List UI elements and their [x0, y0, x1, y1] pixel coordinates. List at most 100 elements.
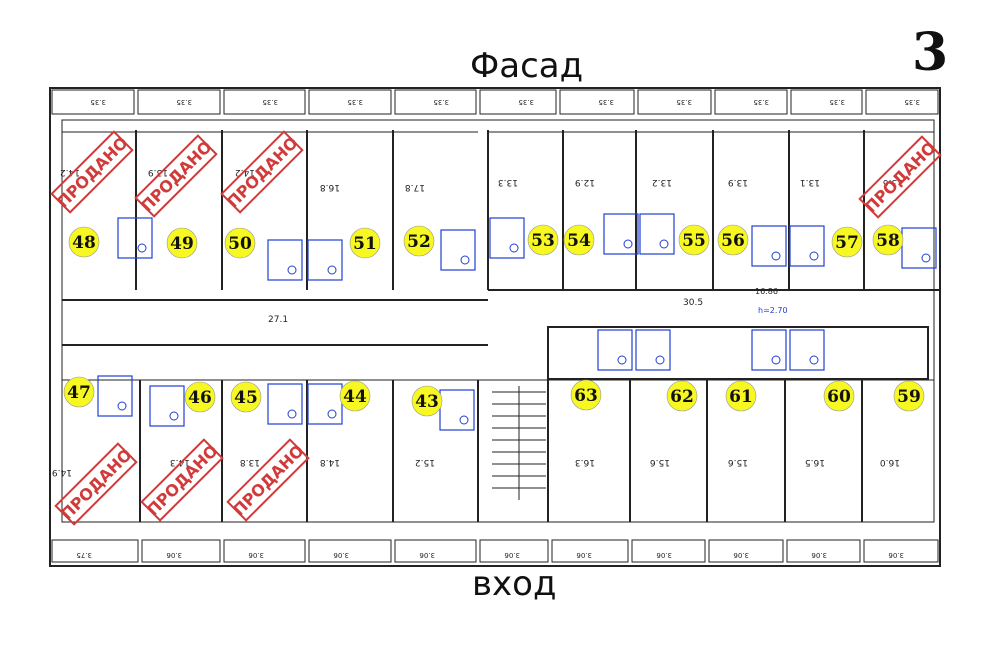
- sold-stamp: ПРОДАНО: [54, 442, 138, 526]
- bathroom: [901, 227, 937, 269]
- dimension-label: 3.06: [333, 551, 349, 559]
- apartment-61: 15.661: [725, 380, 757, 467]
- dimension-label: 3.35: [518, 98, 534, 106]
- corridor-area: 27.1: [268, 315, 288, 325]
- apartment-52: 17.852: [403, 182, 435, 257]
- apartment-number: 46: [188, 388, 212, 408]
- balcony: [786, 539, 861, 563]
- apartment-57: 13.157: [800, 177, 863, 258]
- apartment-marker: [831, 226, 863, 258]
- balcony: [559, 89, 635, 115]
- toilet-icon: [771, 251, 781, 261]
- inner-wall: [61, 119, 935, 523]
- sold-stamp-border: [220, 130, 304, 214]
- apartment-59: 16.059: [880, 380, 925, 467]
- apartment-area: 14.3: [170, 457, 190, 467]
- apartment-number: 57: [835, 233, 859, 253]
- apartment-number: 53: [531, 231, 555, 251]
- balcony: [479, 539, 549, 563]
- apartment-62: 15.662: [650, 380, 698, 467]
- apartment-marker: [339, 380, 371, 412]
- toilet-icon: [459, 415, 469, 425]
- dimension-label: 3.06: [248, 551, 264, 559]
- apartment-44: 14.844: [320, 380, 371, 467]
- toilet-icon: [327, 265, 337, 275]
- apartment-area: 13.9: [148, 167, 168, 177]
- dimension-label: 3.35: [347, 98, 363, 106]
- apartment-number: 50: [228, 234, 252, 254]
- apartment-number: 55: [682, 231, 706, 251]
- toilet-icon: [623, 239, 633, 249]
- apartment-marker: [166, 227, 198, 259]
- sold-stamp: ПРОДАНО: [220, 130, 304, 214]
- dimension-label: 3.06: [419, 551, 435, 559]
- balcony: [708, 539, 784, 563]
- sold-stamp-text: ПРОДАНО: [861, 138, 940, 217]
- balcony: [308, 89, 392, 115]
- bathroom: [440, 229, 476, 271]
- apartment-marker: [872, 224, 904, 256]
- apartment-number: 48: [72, 233, 96, 253]
- apartment-marker: [230, 381, 262, 413]
- apartment-area: 13.8: [240, 457, 260, 467]
- dimension-label: 3.35: [176, 98, 192, 106]
- bathroom: [117, 217, 153, 259]
- apartment-area: 14.9: [52, 467, 72, 477]
- apartment-number: 60: [827, 387, 851, 407]
- apartment-area: 14.8: [320, 457, 340, 467]
- balcony: [863, 539, 939, 563]
- bathroom: [597, 329, 633, 371]
- toilet-icon: [509, 243, 519, 253]
- balcony: [479, 89, 557, 115]
- toilet-icon: [137, 243, 147, 253]
- apartment-marker: [184, 381, 216, 413]
- apartment-marker: [666, 380, 698, 412]
- sold-stamp-border: [54, 442, 138, 526]
- dimension-label: 3.75: [76, 551, 92, 559]
- toilet-icon: [809, 251, 819, 261]
- apartment-area: 16.0: [880, 457, 900, 467]
- apartment-number: 58: [876, 231, 900, 251]
- apartment-43: 15.243: [411, 385, 443, 467]
- sold-stamp: ПРОДАНО: [140, 438, 224, 522]
- bathroom: [603, 213, 639, 255]
- sold-stamp: ПРОДАНО: [226, 438, 310, 522]
- bathroom: [149, 385, 185, 427]
- dimension-label: 3.35: [262, 98, 278, 106]
- sold-stamp-text: ПРОДАНО: [223, 133, 302, 212]
- balcony: [637, 89, 712, 115]
- bathroom: [789, 225, 825, 267]
- balcony: [308, 539, 392, 563]
- toilet-icon: [617, 355, 627, 365]
- apartment-marker: [717, 224, 749, 256]
- balcony: [714, 89, 788, 115]
- dimension-label: 3.06: [733, 551, 749, 559]
- floor-number: 3: [912, 22, 949, 83]
- staircase: [492, 386, 546, 500]
- toilet-icon: [460, 255, 470, 265]
- bathroom: [635, 329, 671, 371]
- sold-stamp-border: [226, 438, 310, 522]
- balcony: [394, 89, 477, 115]
- toilet-icon: [117, 401, 127, 411]
- apartment-number: 47: [67, 383, 91, 403]
- apartment-number: 51: [353, 234, 377, 254]
- dimension-label: 3.35: [90, 98, 106, 106]
- balcony: [865, 89, 939, 115]
- bathroom-block: [547, 326, 929, 380]
- dimension-label: 3.35: [904, 98, 920, 106]
- dimension-label: 3.35: [598, 98, 614, 106]
- apartment-53: 13.353: [498, 177, 559, 256]
- balcony: [790, 89, 863, 115]
- apartment-marker: [527, 224, 559, 256]
- apartment-number: 61: [729, 387, 753, 407]
- apartment-area: 14.2: [60, 167, 80, 177]
- apartment-number: 43: [415, 392, 439, 412]
- toilet-icon: [287, 409, 297, 419]
- balcony: [394, 539, 477, 563]
- balcony: [551, 539, 629, 563]
